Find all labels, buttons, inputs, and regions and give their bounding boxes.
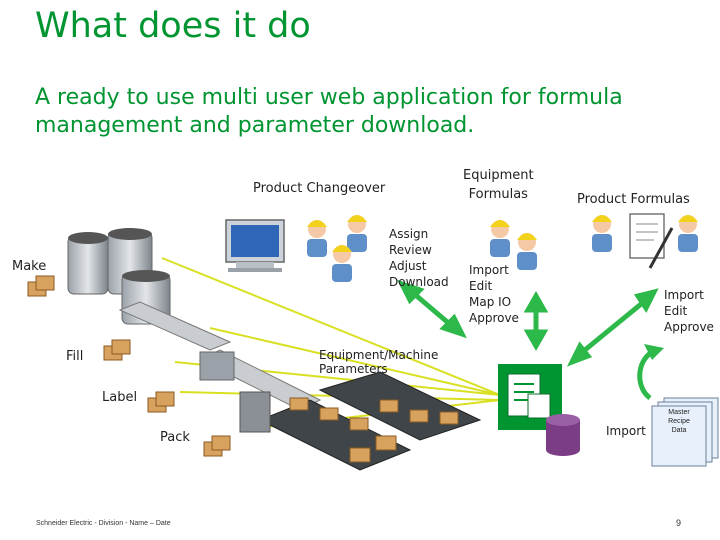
curved-arrow	[637, 349, 654, 401]
list-item: Import	[469, 263, 509, 277]
equipment-actions-list: Import Edit Map IO Approve	[469, 262, 519, 326]
list-item: Adjust	[389, 259, 427, 273]
list-item: Download	[389, 275, 449, 289]
page-title: What does it do	[35, 6, 311, 46]
product-actions-list: Import Edit Approve	[664, 287, 714, 335]
list-item: Approve	[664, 320, 714, 334]
pack-label: Pack	[160, 430, 190, 445]
product-changeover-label: Product Changeover	[253, 181, 386, 196]
workers-equipment	[490, 220, 537, 270]
list-item: Edit	[469, 279, 493, 293]
changeover-actions-list: Assign Review Adjust Download	[389, 226, 449, 290]
list-item: Approve	[469, 311, 519, 325]
master-recipe-data-label: Master Recipe Data	[668, 409, 690, 434]
workers-changeover	[307, 215, 367, 282]
equipment-formulas-label: Equipment Formulas	[463, 168, 534, 202]
make-label: Make	[12, 259, 47, 274]
page-number: 9	[676, 518, 682, 528]
import-label: Import	[606, 424, 646, 438]
list-item: Review	[389, 243, 432, 257]
product-formulas-label: Product Formulas	[577, 192, 690, 207]
label-label: Label	[102, 390, 138, 405]
fill-label: Fill	[66, 349, 84, 364]
list-item: Map IO	[469, 295, 512, 309]
equipment-machine-parameters-label: Equipment/Machine Parameters	[319, 348, 439, 376]
green-arrows	[397, 279, 659, 367]
workers-product	[592, 215, 698, 252]
list-item: Assign	[389, 227, 429, 241]
formula-document-icon	[629, 213, 674, 269]
product-icons	[27, 275, 231, 457]
monitor-icon	[225, 219, 285, 272]
database-icon	[546, 414, 580, 456]
cardboard-boxes	[289, 397, 459, 463]
list-item: Import	[664, 288, 704, 302]
master-recipe-documents	[651, 397, 719, 467]
footer-text: Schneider Electric - Division - Name – D…	[36, 520, 171, 527]
list-item: Edit	[664, 304, 688, 318]
page-subtitle: A ready to use multi user web applicatio…	[35, 85, 623, 138]
